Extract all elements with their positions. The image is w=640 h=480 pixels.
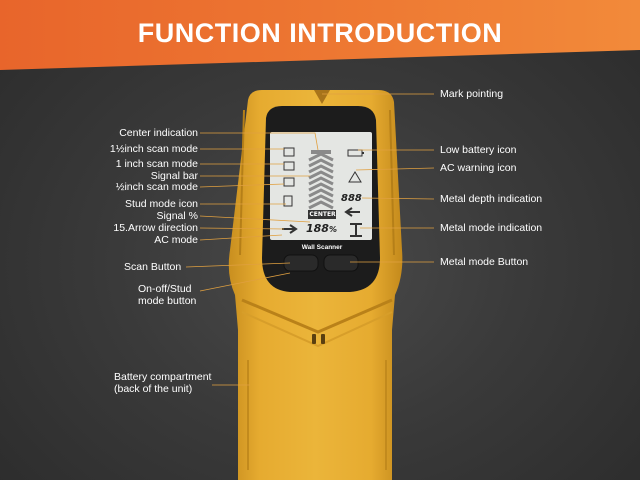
signal-readout-value: 188 xyxy=(306,222,329,235)
leader-lines-left xyxy=(185,132,319,386)
ac-warning-icon xyxy=(348,171,362,183)
page-title: FUNCTION INTRODUCTION xyxy=(137,18,503,48)
label-arrow-direction: 15.Arrow direction xyxy=(113,222,198,234)
label-metal-mode-button: Metal mode Button xyxy=(440,256,529,268)
label-half-inch-scan-mode: ½inch scan mode xyxy=(115,181,198,193)
label-on-off-stud-button: On-off/Stud mode button xyxy=(138,283,197,307)
label-scan-button: Scan Button xyxy=(124,261,182,273)
label-low-battery-icon: Low battery icon xyxy=(440,144,517,156)
label-one-half-inch-scan-mode: 1½inch scan mode xyxy=(109,143,198,155)
body-slot-right xyxy=(321,334,325,344)
label-metal-mode-indication: Metal mode indication xyxy=(440,222,543,234)
leader-lines-right xyxy=(322,93,435,263)
signal-readout: 188% xyxy=(306,222,337,235)
label-ac-warning-icon: AC warning icon xyxy=(440,162,517,174)
body-ridge xyxy=(241,298,393,334)
depth-readout-value: 888 xyxy=(341,193,362,204)
mark-pointing-notch xyxy=(314,90,330,104)
label-stud-mode-icon: Stud mode icon xyxy=(125,198,198,210)
arrow-left-icon xyxy=(282,224,298,234)
body-slot-left xyxy=(312,334,316,344)
label-signal-bar: Signal bar xyxy=(150,170,198,182)
depth-readout: 888 xyxy=(341,193,362,204)
arrow-right-icon xyxy=(344,207,360,217)
label-center-indication: Center indication xyxy=(119,127,198,139)
scan-mode-icons xyxy=(283,147,295,207)
label-metal-depth-indication: Metal depth indication xyxy=(440,193,543,205)
label-signal-percent: Signal % xyxy=(156,210,198,222)
metal-mode-icon xyxy=(350,223,362,237)
signal-bar-top xyxy=(311,150,331,154)
center-box xyxy=(308,210,336,219)
label-ac-mode: AC mode xyxy=(154,234,198,246)
label-one-inch-scan-mode: 1 inch scan mode xyxy=(115,158,198,170)
label-battery-compartment: Battery compartment (back of the unit) xyxy=(114,371,212,395)
wall-scanner-label: Wall Scanner xyxy=(301,244,343,251)
label-mark-pointing: Mark pointing xyxy=(440,88,504,100)
signal-unit: % xyxy=(328,225,337,234)
metal-mode-button xyxy=(323,254,359,272)
center-label: CENTER xyxy=(309,211,336,218)
